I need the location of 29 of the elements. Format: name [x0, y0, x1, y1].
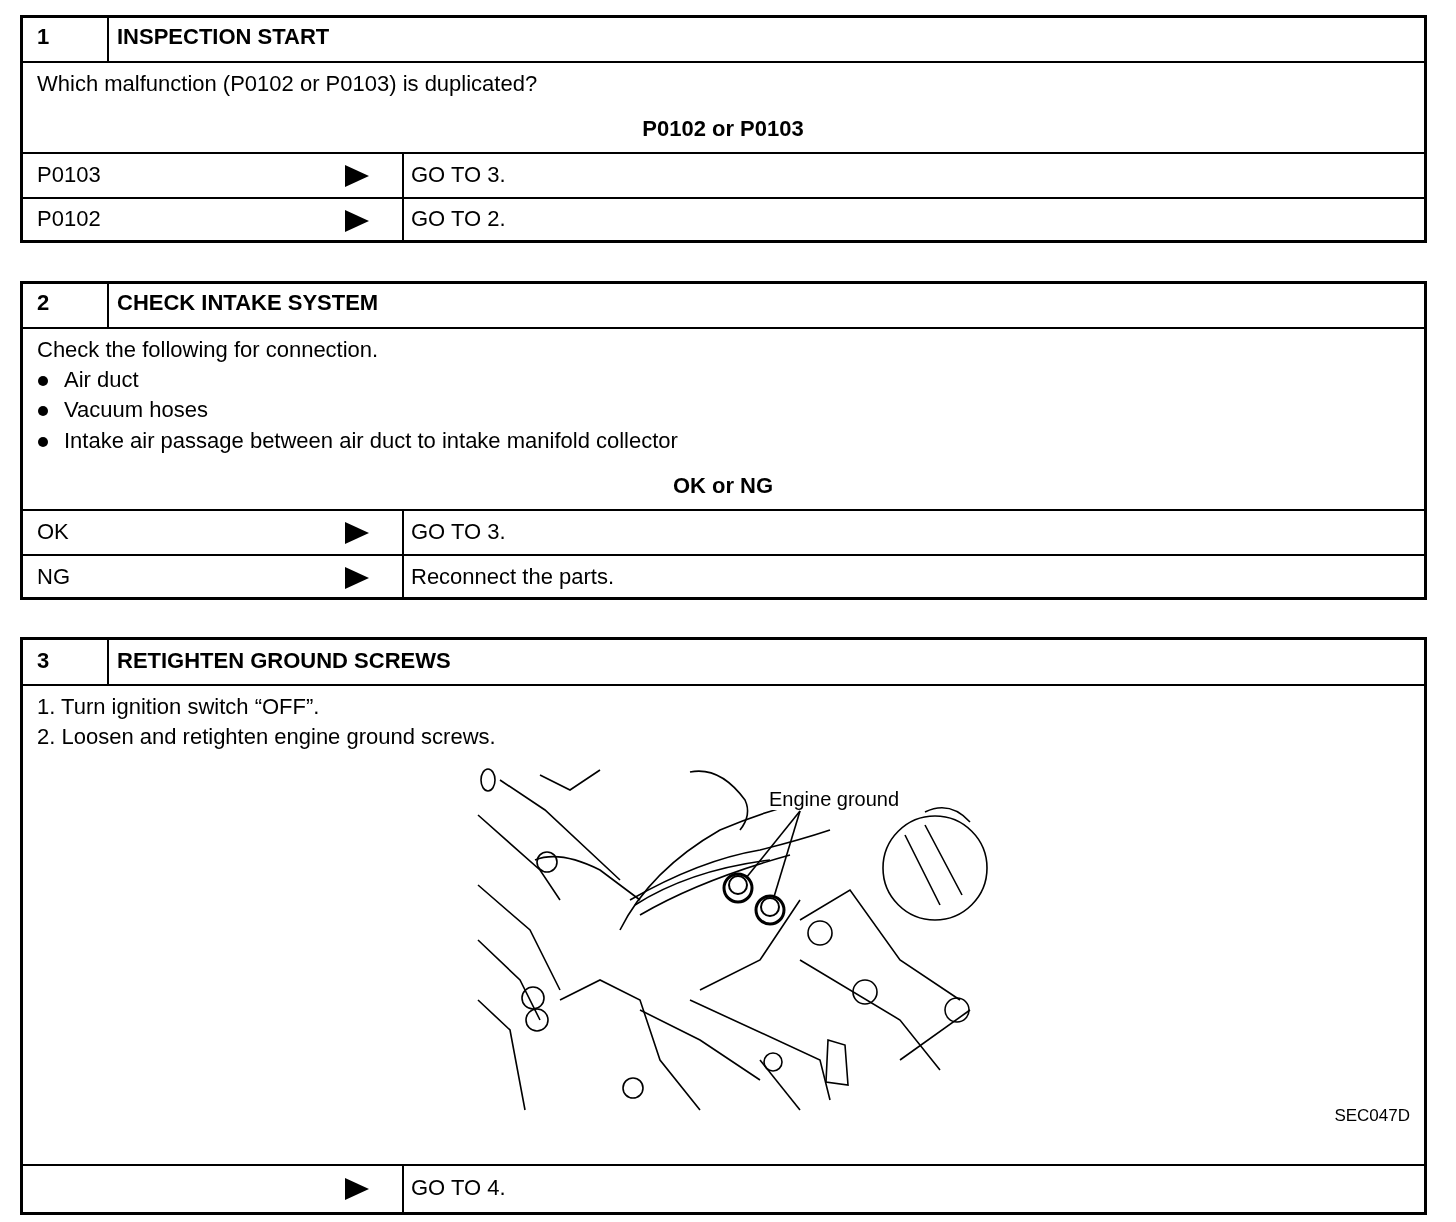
step-number: 3 [37, 648, 50, 674]
step-title: CHECK INTAKE SYSTEM [117, 290, 379, 316]
ground-screw [754, 894, 786, 926]
action-text: GO TO 4. [411, 1175, 506, 1201]
instruction-text: 1. Turn ignition switch “OFF”. [37, 694, 320, 720]
result-option: P0102 [37, 206, 101, 232]
action-text: GO TO 3. [411, 162, 506, 188]
leader-line [773, 810, 801, 898]
action-text: GO TO 3. [411, 519, 506, 545]
result-heading: P0102 or P0103 [642, 116, 804, 142]
step-number: 1 [37, 24, 50, 50]
ground-screw [722, 872, 754, 904]
step-title: RETIGHTEN GROUND SCREWS [117, 648, 451, 674]
instruction-text: 2. Loosen and retighten engine ground screws. [37, 724, 496, 750]
result-option: OK [37, 519, 69, 545]
action-text: Reconnect the parts. [411, 564, 614, 590]
leader-line [746, 810, 801, 878]
step-title: INSPECTION START [117, 24, 330, 50]
result-heading: OK or NG [672, 473, 774, 499]
action-text: GO TO 2. [411, 206, 506, 232]
list-item: Intake air passage between air duct to intake manifold collector [64, 428, 678, 454]
question-text: Which malfunction (P0102 or P0103) is duplicated? [37, 71, 538, 97]
figure-code: SEC047D [1334, 1105, 1410, 1127]
result-option: NG [37, 564, 70, 590]
list-item: Air duct [64, 367, 139, 393]
step-number: 2 [37, 290, 50, 316]
list-item: Vacuum hoses [64, 397, 208, 423]
instruction-text: Check the following for connection. [37, 337, 379, 363]
result-option: P0103 [37, 162, 101, 188]
